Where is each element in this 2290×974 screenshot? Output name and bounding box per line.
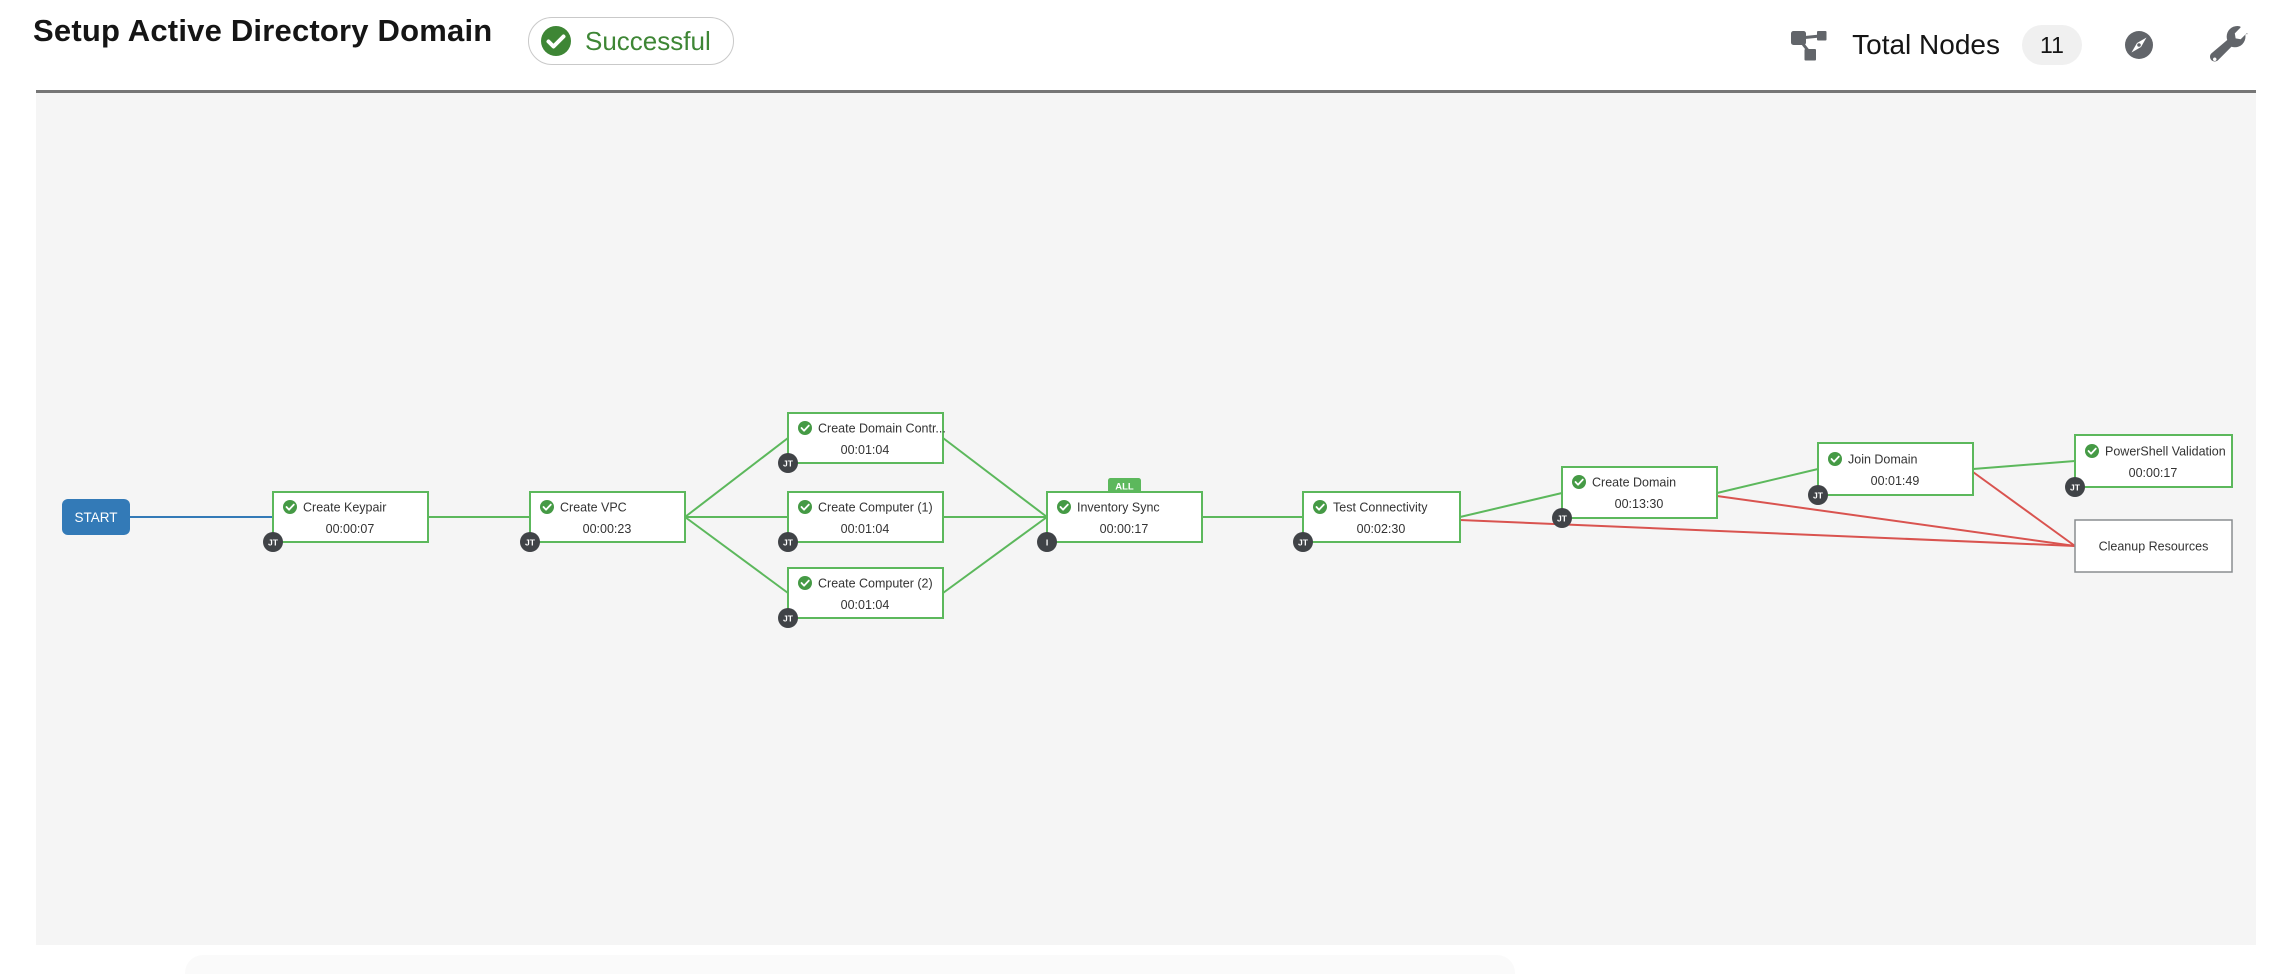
- svg-text:JT: JT: [1813, 491, 1824, 501]
- header: Setup Active Directory Domain Successful…: [0, 0, 2290, 90]
- header-right-toolbar: Total Nodes 11: [1790, 0, 2256, 90]
- node-label: Create VPC: [560, 501, 627, 515]
- node-elapsed: 00:13:30: [1615, 497, 1664, 511]
- svg-text:JT: JT: [783, 614, 794, 624]
- workflow-settings-button[interactable]: [2210, 26, 2248, 64]
- workflow-node-powershell-validation[interactable]: PowerShell Validation 00:00:17 JT: [2065, 434, 2233, 497]
- node-type-badge: [1293, 532, 1313, 552]
- link-create-domain-join-domain: [1716, 468, 1819, 494]
- node-label: PowerShell Validation: [2105, 445, 2226, 459]
- link-create-domain-controller-inventory-sync: [942, 437, 1048, 518]
- status-badge-label: Successful: [585, 25, 711, 56]
- node-label: Cleanup Resources: [2099, 540, 2209, 554]
- node-elapsed: 00:00:23: [583, 522, 632, 536]
- bottom-overlay-panel: [185, 955, 1515, 974]
- link-create-domain-cleanup-resources: [1716, 495, 2076, 547]
- workflow-node-inventory-sync[interactable]: ALL Inventory Sync 00:00:17 I: [1037, 478, 1203, 552]
- workflow-node-create-computer-2[interactable]: Create Computer (2) 00:01:04 JT: [778, 567, 944, 628]
- workflow-node-cleanup-resources[interactable]: Cleanup Resources: [2074, 519, 2233, 573]
- workflow-node-create-domain-controller[interactable]: Create Domain Contr... 00:01:04 JT: [778, 412, 946, 473]
- node-type-badge: [1037, 532, 1057, 552]
- svg-text:ALL: ALL: [1115, 482, 1134, 493]
- node-type-badge: [778, 453, 798, 473]
- node-label: Create Domain: [1592, 476, 1676, 490]
- svg-text:JT: JT: [268, 538, 279, 548]
- link-join-domain-cleanup-resources: [1972, 471, 2076, 547]
- svg-text:JT: JT: [783, 538, 794, 548]
- node-type-badge: [778, 532, 798, 552]
- node-type-badge: [1808, 485, 1828, 505]
- node-label: Create Keypair: [303, 501, 386, 515]
- wrench-icon: [2210, 26, 2248, 62]
- check-circle-icon: [541, 26, 571, 56]
- link-create-vpc-create-computer-2: [684, 516, 789, 594]
- link-create-computer-2-inventory-sync: [942, 516, 1048, 594]
- node-success-icon: [798, 421, 812, 435]
- node-elapsed: 00:01:04: [841, 598, 890, 612]
- node-success-icon: [283, 500, 297, 514]
- svg-text:JT: JT: [525, 538, 536, 548]
- workflow-node-start: START: [62, 499, 130, 535]
- compass-icon: [2125, 31, 2153, 59]
- node-success-icon: [2085, 444, 2099, 458]
- node-success-icon: [1828, 452, 1842, 466]
- node-success-icon: [798, 576, 812, 590]
- node-success-icon: [540, 500, 554, 514]
- workflow-node-create-vpc[interactable]: Create VPC 00:00:23 JT: [520, 491, 686, 552]
- workflow-topology-icon: [1791, 31, 1827, 61]
- workflow-graph-canvas[interactable]: START Create Keypair 00:00:07 JT Create …: [36, 90, 2256, 945]
- svg-text:JT: JT: [783, 459, 794, 469]
- node-label: Join Domain: [1848, 453, 1918, 467]
- node-elapsed: 00:02:30: [1357, 522, 1406, 536]
- node-success-icon: [1313, 500, 1327, 514]
- svg-text:JT: JT: [2070, 483, 2081, 493]
- total-nodes-label: Total Nodes: [1852, 29, 2000, 60]
- node-elapsed: 00:01:04: [841, 443, 890, 457]
- node-elapsed: 00:00:07: [326, 522, 375, 536]
- node-type-badge: [2065, 477, 2085, 497]
- node-elapsed: 00:01:04: [841, 522, 890, 536]
- workflow-node-create-keypair[interactable]: Create Keypair 00:00:07 JT: [263, 491, 429, 552]
- link-create-vpc-create-domain-controller: [684, 437, 789, 518]
- node-type-badge: [263, 532, 283, 552]
- fit-to-screen-button[interactable]: [2124, 30, 2154, 60]
- node-label: Inventory Sync: [1077, 501, 1160, 515]
- node-elapsed: 00:00:17: [1100, 522, 1149, 536]
- node-elapsed: 00:00:17: [2129, 466, 2178, 480]
- svg-text:JT: JT: [1298, 538, 1309, 548]
- node-type-badge: [520, 532, 540, 552]
- node-type-badge: [1552, 508, 1572, 528]
- node-success-icon: [798, 500, 812, 514]
- node-success-icon: [1572, 475, 1586, 489]
- convergence-all-badge: [1108, 478, 1141, 493]
- link-test-connectivity-create-domain: [1459, 492, 1563, 518]
- workflow-node-create-computer-1[interactable]: Create Computer (1) 00:01:04 JT: [778, 491, 944, 552]
- node-label: Create Computer (2): [818, 577, 933, 591]
- workflow-node-test-connectivity[interactable]: Test Connectivity 00:02:30 JT: [1293, 491, 1461, 552]
- svg-text:I: I: [1046, 538, 1048, 548]
- node-label: Create Domain Contr...: [818, 422, 946, 436]
- node-label: Create Computer (1): [818, 501, 933, 515]
- start-node-label: START: [74, 510, 117, 525]
- svg-text:JT: JT: [1557, 514, 1568, 524]
- workflow-node-create-domain[interactable]: Create Domain 00:13:30 JT: [1552, 466, 1718, 528]
- link-join-domain-powershell-validation: [1972, 460, 2076, 470]
- node-type-badge: [778, 608, 798, 628]
- page-title: Setup Active Directory Domain: [33, 13, 493, 48]
- workflow-graph: START Create Keypair 00:00:07 JT Create …: [62, 412, 2233, 628]
- node-elapsed: 00:01:49: [1871, 474, 1920, 488]
- workflow-node-join-domain[interactable]: Join Domain 00:01:49 JT: [1808, 442, 1974, 505]
- status-badge: Successful: [528, 17, 734, 65]
- total-nodes-count-badge: 11: [2022, 25, 2082, 65]
- node-success-icon: [1057, 500, 1071, 514]
- node-label: Test Connectivity: [1333, 501, 1428, 515]
